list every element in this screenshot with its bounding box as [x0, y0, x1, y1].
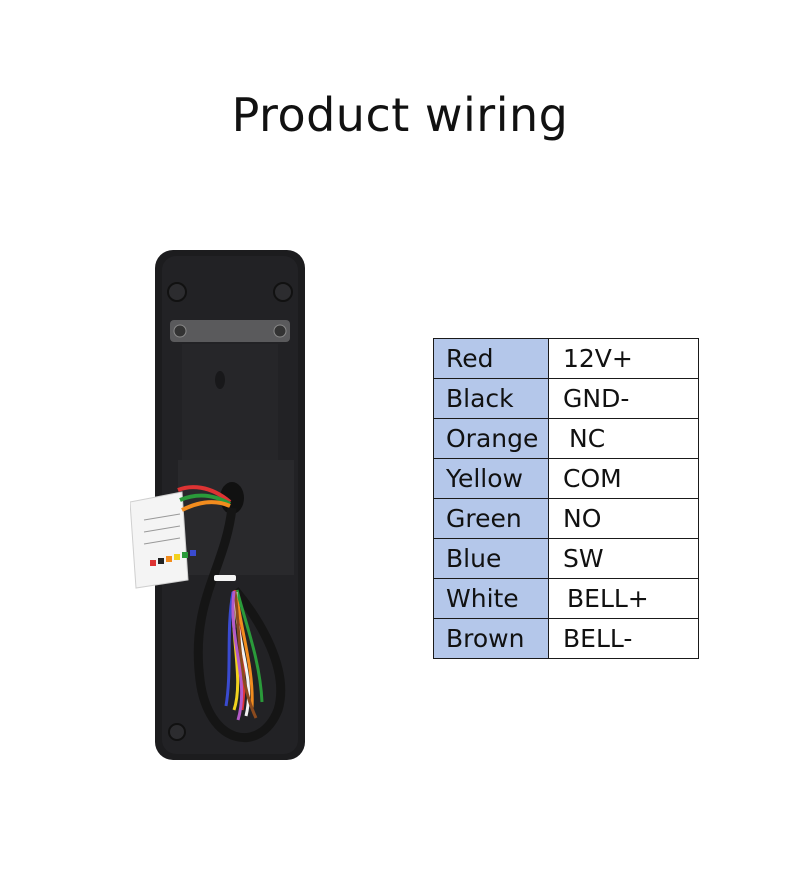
cable-tie	[214, 575, 236, 581]
wire-color-cell: White	[433, 578, 549, 619]
table-row: Blue SW	[433, 538, 699, 579]
table-row: White BELL+	[433, 578, 699, 619]
screw-top-left-icon	[167, 282, 187, 302]
wire-color-cell: Yellow	[433, 458, 549, 499]
wire-function-cell: NC	[548, 418, 699, 459]
screw-bottom-icon	[168, 723, 186, 741]
table-row: Black GND-	[433, 378, 699, 419]
wire-function-cell: COM	[548, 458, 699, 499]
wire-color-cell: Brown	[433, 618, 549, 659]
cable-loop	[193, 507, 286, 743]
table-row: Brown BELL-	[433, 618, 699, 659]
device-back-photo	[130, 240, 340, 780]
wire-color-cell: Red	[433, 338, 549, 379]
table-row: Orange NC	[433, 418, 699, 459]
table-row: Red 12V+	[433, 338, 699, 379]
device-illustration	[130, 250, 305, 760]
wire-label-tag	[130, 491, 196, 589]
wire-color-cell: Blue	[433, 538, 549, 579]
wire-function-cell: BELL-	[548, 618, 699, 659]
table-row: Yellow COM	[433, 458, 699, 499]
wire-function-cell: GND-	[548, 378, 699, 419]
wiring-table: Red 12V+ Black GND- Orange NC Yellow COM…	[433, 338, 699, 659]
page-title: Product wiring	[231, 88, 569, 142]
metal-plate	[170, 320, 290, 342]
exposed-wires	[224, 589, 264, 721]
table-row: Green NO	[433, 498, 699, 539]
wire-function-cell: NO	[548, 498, 699, 539]
wire-function-cell: BELL+	[548, 578, 699, 619]
wire-color-cell: Green	[433, 498, 549, 539]
wire-color-cell: Orange	[433, 418, 549, 459]
wire-function-cell: SW	[548, 538, 699, 579]
screw-top-right-icon	[273, 282, 293, 302]
wire-color-cell: Black	[433, 378, 549, 419]
wire-function-cell: 12V+	[548, 338, 699, 379]
